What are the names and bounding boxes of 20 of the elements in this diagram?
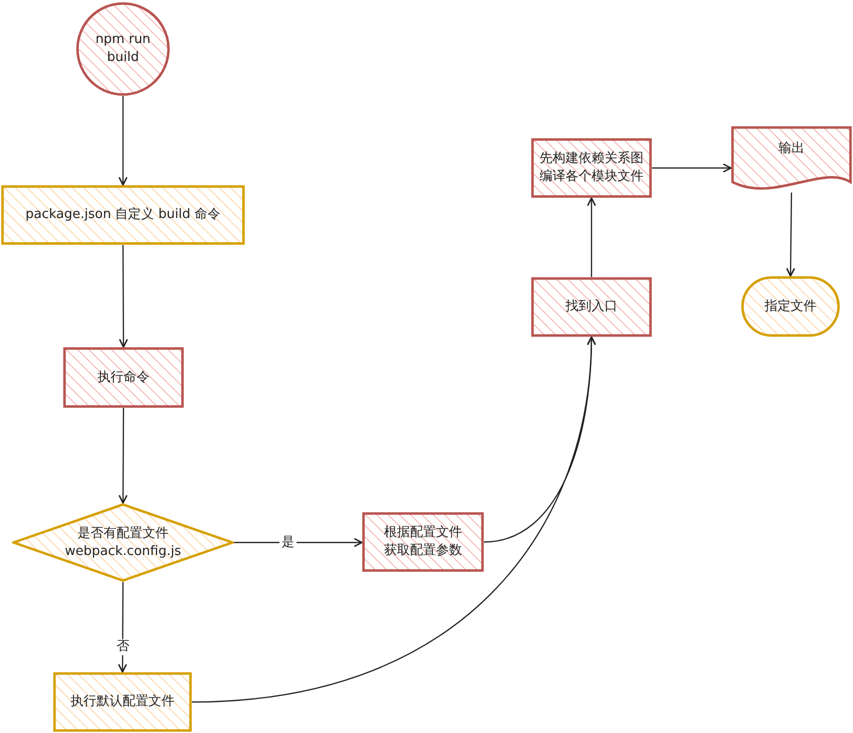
edge-label: 是 — [280, 534, 296, 550]
process-box: 执行默认配置文件 — [53, 672, 192, 732]
terminal-shape: 指定文件 — [741, 276, 840, 337]
arrow — [652, 163, 732, 173]
process-box: 执行命令 — [63, 347, 184, 408]
arrow — [192, 336, 596, 703]
edge-label: 否 — [114, 639, 132, 655]
arrow — [118, 96, 128, 186]
arrow — [118, 582, 128, 673]
arrow — [586, 197, 596, 277]
process-box: 先构建依赖关系图编译各个模块文件 — [531, 138, 652, 198]
arrow — [118, 408, 128, 504]
start-circle: npm run build — [76, 2, 170, 96]
process-box: 找到入口 — [531, 277, 652, 337]
arrow — [234, 538, 363, 548]
process-box: 根据配置文件获取配置参数 — [362, 512, 484, 572]
decision-diamond: 是否有配置文件 webpack.config.js — [12, 503, 234, 582]
process-box: package.json 自定义 build 命令 — [1, 185, 245, 245]
arrow — [786, 192, 796, 277]
arrow — [118, 245, 128, 348]
